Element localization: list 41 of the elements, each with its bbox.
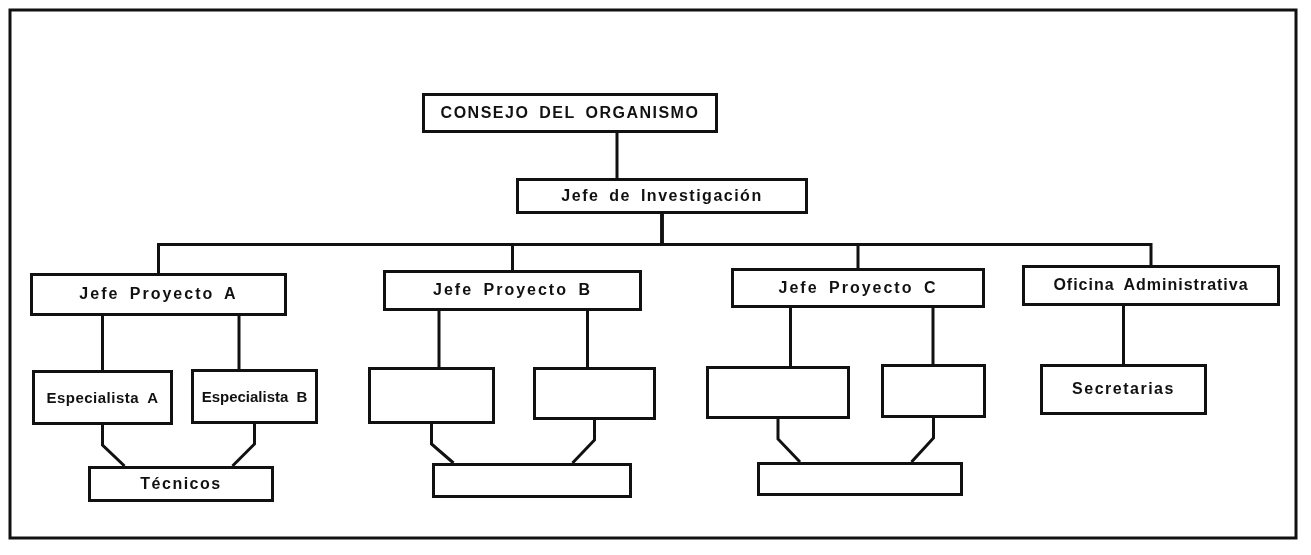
org-box	[383, 270, 642, 311]
box-label: Técnicos	[140, 474, 222, 494]
box-label: Jefe Proyecto C	[778, 278, 938, 298]
connector-line	[660, 214, 1153, 265]
connector-line	[430, 424, 455, 465]
empty-box	[757, 462, 963, 496]
connector-line	[101, 425, 126, 468]
org-box	[32, 370, 173, 425]
connector-line	[437, 311, 441, 367]
connector-line	[910, 418, 935, 463]
box-label: CONSEJO DEL ORGANISMO	[440, 103, 700, 123]
connector-line	[237, 316, 241, 369]
empty-box	[368, 367, 495, 424]
connector-line	[231, 424, 256, 468]
box-label: Especialista B	[201, 387, 308, 406]
connector-line	[1122, 306, 1125, 364]
box-label: Oficina Administrativa	[1053, 276, 1249, 295]
empty-box	[533, 367, 656, 420]
org-box	[422, 93, 718, 133]
box-label: Especialista A	[46, 388, 159, 407]
org-box	[191, 369, 318, 424]
org-box	[731, 268, 985, 308]
connector-line	[789, 308, 792, 366]
org-box	[1040, 364, 1207, 415]
connector-line	[776, 419, 802, 464]
empty-box	[432, 463, 632, 498]
box-label: Jefe de Investigación	[561, 186, 763, 206]
connector-line	[931, 308, 935, 364]
org-box	[1022, 265, 1280, 306]
connector-line	[615, 133, 619, 178]
box-label: Jefe Proyecto B	[433, 281, 592, 300]
connector-line	[101, 316, 104, 370]
connector-line	[586, 311, 589, 367]
box-label: Secretarias	[1072, 380, 1175, 399]
org-box	[30, 273, 287, 316]
empty-box	[706, 366, 850, 419]
empty-box	[881, 364, 986, 418]
box-label: Jefe Proyecto A	[79, 285, 238, 304]
connector-line	[571, 420, 596, 465]
org-box	[516, 178, 808, 214]
org-box	[88, 466, 274, 502]
